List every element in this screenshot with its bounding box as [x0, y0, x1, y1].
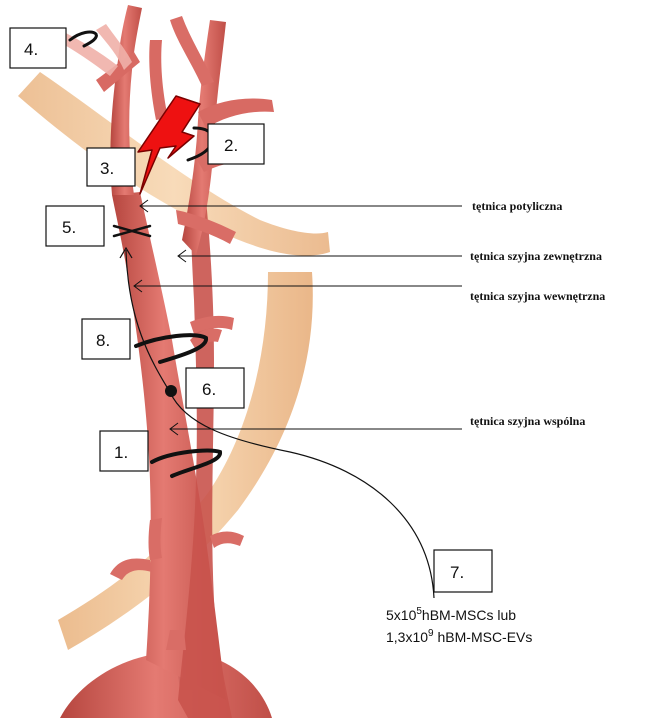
box-6: 6.: [186, 368, 244, 408]
label-internal-carotid: tętnica szyjna wewnętrzna: [470, 289, 605, 303]
box-2-label: 2.: [224, 136, 238, 155]
box-2: 2.: [208, 124, 264, 164]
injection-point: [165, 385, 177, 397]
box-3: 3.: [87, 148, 135, 186]
box-7: 7.: [434, 550, 492, 592]
box-4-label: 4.: [24, 40, 38, 59]
box-5-label: 5.: [62, 218, 76, 237]
dose-line-1-suffix: hBM-MSCs lub: [422, 607, 516, 623]
dose-line-2-prefix: 1,3x10: [386, 629, 428, 645]
box-8: 8.: [82, 319, 130, 359]
dose-line-1: 5x105hBM-MSCs lub: [386, 606, 516, 623]
box-3-label: 3.: [100, 159, 114, 178]
box-1: 1.: [100, 431, 148, 471]
box-4: 4.: [10, 28, 66, 68]
label-common-carotid: tętnica szyjna wspólna: [470, 414, 585, 428]
box-8-label: 8.: [96, 331, 110, 350]
box-6-label: 6.: [202, 380, 216, 399]
dose-line-1-prefix: 5x10: [386, 607, 417, 623]
box-5: 5.: [46, 206, 104, 246]
label-external-carotid: tętnica szyjna zewnętrzna: [470, 249, 602, 263]
box-7-label: 7.: [450, 563, 464, 582]
dose-line-2-suffix: hBM-MSC-EVs: [434, 629, 533, 645]
box-1-label: 1.: [114, 443, 128, 462]
label-occipital-artery: tętnica potyliczna: [472, 199, 562, 213]
dose-line-2: 1,3x109 hBM-MSC-EVs: [386, 628, 532, 645]
